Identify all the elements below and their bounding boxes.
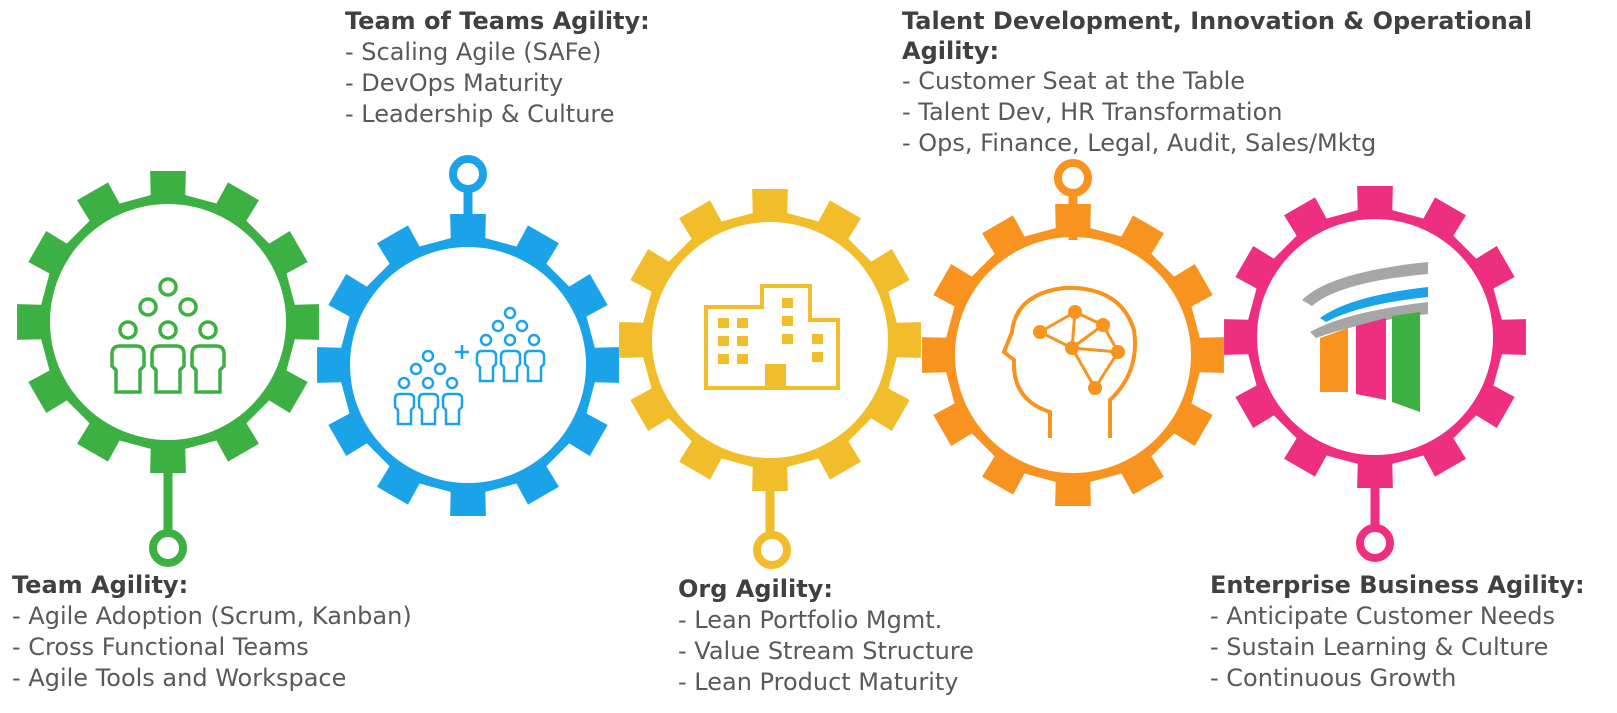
- stage-item: - Agile Tools and Workspace: [12, 664, 347, 692]
- people-group-icon: [110, 277, 226, 394]
- stage-item: - Lean Portfolio Mgmt.: [678, 606, 943, 634]
- gear-team-of-teams-agility: [317, 155, 619, 516]
- office-building-icon: [704, 284, 840, 390]
- stage-title: Org Agility:: [678, 575, 833, 603]
- stage-item: - Anticipate Customer Needs: [1210, 602, 1556, 630]
- stage-title: Team Agility:: [12, 571, 189, 599]
- stage-team-of-teams-text: Team of Teams Agility: - Scaling Agile (…: [345, 6, 650, 130]
- stage-enterprise-text: Enterprise Business Agility: - Anticipat…: [1210, 570, 1585, 694]
- gear-talent-agility: [922, 159, 1224, 506]
- stage-item: - Value Stream Structure: [678, 637, 974, 665]
- stage-item: - Leadership & Culture: [345, 100, 615, 128]
- growth-bars-icon: [1302, 262, 1428, 412]
- stage-item: - Sustain Learning & Culture: [1210, 633, 1549, 661]
- gear-enterprise-agility: [1224, 186, 1526, 562]
- team-of-teams-icon: [393, 306, 546, 426]
- stage-item: - Customer Seat at the Table: [902, 67, 1246, 95]
- stage-talent-text: Talent Development, Innovation & Operati…: [902, 6, 1562, 159]
- stage-item: - Agile Adoption (Scrum, Kanban): [12, 602, 412, 630]
- stage-org-text: Org Agility: - Lean Portfolio Mgmt. - Va…: [678, 574, 974, 698]
- stage-team-text: Team Agility: - Agile Adoption (Scrum, K…: [12, 570, 412, 694]
- gear-team-agility: [17, 171, 319, 567]
- stage-item: - Lean Product Maturity: [678, 668, 959, 696]
- stage-item: - DevOps Maturity: [345, 69, 564, 97]
- stage-item: - Scaling Agile (SAFe): [345, 38, 602, 66]
- stage-item: - Talent Dev, HR Transformation: [902, 98, 1283, 126]
- stage-title: Enterprise Business Agility:: [1210, 571, 1585, 599]
- gear-org-agility: [619, 189, 921, 569]
- stage-item: - Cross Functional Teams: [12, 633, 309, 661]
- stage-item: - Continuous Growth: [1210, 664, 1457, 692]
- brain-network-head-icon: [1001, 285, 1137, 438]
- stage-title: Talent Development, Innovation & Operati…: [902, 7, 1533, 65]
- stage-title: Team of Teams Agility:: [345, 7, 650, 35]
- stage-item: - Ops, Finance, Legal, Audit, Sales/Mktg: [902, 129, 1377, 157]
